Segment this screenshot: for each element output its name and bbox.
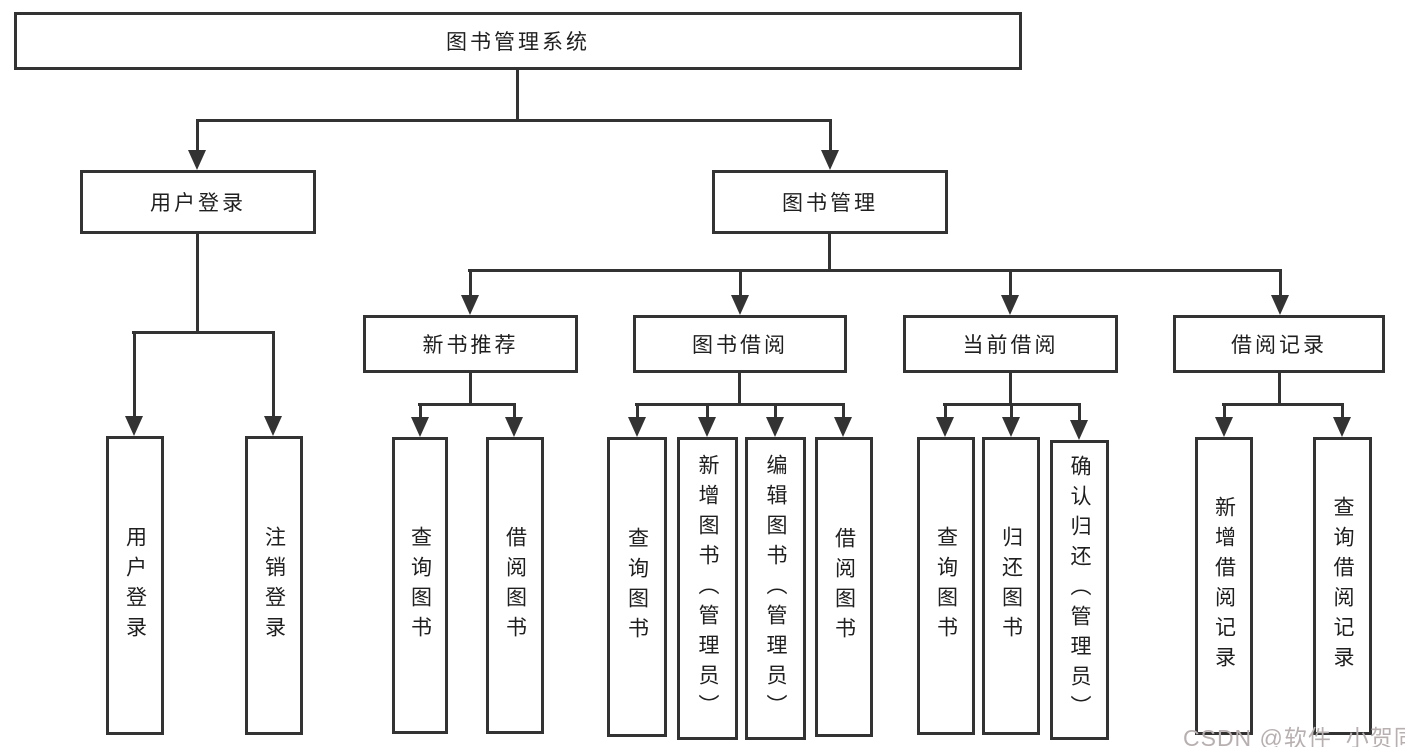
arrow-down-icon (461, 295, 479, 315)
leaf-borrow-books: 借阅图书 (815, 437, 873, 737)
leaf-label: 查询图书 (625, 527, 649, 647)
connector-hline (418, 403, 516, 406)
leaf-label: 查询图书 (934, 526, 958, 646)
arrow-down-icon (505, 417, 523, 437)
connector-hline (635, 403, 845, 406)
arrow-down-icon (936, 417, 954, 437)
connector-vline (1278, 373, 1281, 406)
arrow-down-icon (125, 416, 143, 436)
connector-vline (469, 373, 472, 406)
leaf-label: 编辑图书（管理员） (764, 453, 787, 724)
node-current-borrowing: 当前借阅 (903, 315, 1118, 373)
connector-vline (1010, 403, 1013, 419)
leaf-query-books-borrowing: 查询图书 (607, 437, 667, 737)
leaf-label: 借阅图书 (832, 527, 856, 647)
leaf-query-books-recommend: 查询图书 (392, 437, 448, 734)
connector-hline (132, 331, 275, 334)
node-user-login: 用户登录 (80, 170, 316, 234)
arrow-down-icon (821, 150, 839, 170)
leaf-label: 借阅图书 (503, 525, 527, 646)
connector-vline (774, 403, 777, 419)
leaf-add-borrow-record: 新增借阅记录 (1195, 437, 1253, 735)
leaf-logout: 注销登录 (245, 436, 303, 735)
connector-vline (1078, 403, 1081, 422)
arrow-down-icon (1215, 417, 1233, 437)
leaf-label: 查询借阅记录 (1331, 496, 1354, 676)
connector-vline (828, 234, 831, 272)
leaf-label: 用户登录 (123, 525, 147, 646)
connector-vline (706, 403, 709, 419)
arrow-down-icon (1001, 295, 1019, 315)
leaf-confirm-return-admin: 确认归还（管理员） (1050, 440, 1109, 740)
arrow-down-icon (411, 417, 429, 437)
connector-vline (944, 403, 947, 419)
leaf-edit-books-admin: 编辑图书（管理员） (745, 437, 806, 740)
leaf-label: 注销登录 (262, 525, 286, 646)
arrow-down-icon (834, 417, 852, 437)
node-root: 图书管理系统 (14, 12, 1022, 70)
connector-hline (468, 269, 1282, 272)
leaf-label: 确认归还（管理员） (1068, 455, 1091, 725)
leaf-return-books: 归还图书 (982, 437, 1040, 735)
node-book-borrowing: 图书借阅 (633, 315, 847, 373)
connector-vline (419, 403, 422, 419)
connector-vline (133, 331, 136, 416)
connector-hline (196, 119, 832, 122)
leaf-label: 新增图书（管理员） (696, 453, 719, 724)
connector-vline (469, 269, 472, 297)
arrow-down-icon (188, 150, 206, 170)
leaf-add-books-admin: 新增图书（管理员） (677, 437, 738, 740)
leaf-query-books-current: 查询图书 (917, 437, 975, 735)
arrow-down-icon (1271, 295, 1289, 315)
connector-vline (272, 331, 275, 416)
arrow-down-icon (628, 417, 646, 437)
connector-vline (1009, 269, 1012, 297)
connector-vline (1223, 403, 1226, 419)
arrow-down-icon (1333, 417, 1351, 437)
leaf-user-login: 用户登录 (106, 436, 164, 735)
connector-vline (196, 119, 199, 152)
connector-hline (1222, 403, 1344, 406)
leaf-borrow-books-recommend: 借阅图书 (486, 437, 544, 734)
arrow-down-icon (698, 417, 716, 437)
connector-vline (739, 269, 742, 297)
leaf-label: 归还图书 (999, 526, 1023, 646)
leaf-query-borrow-record: 查询借阅记录 (1313, 437, 1372, 735)
arrow-down-icon (766, 417, 784, 437)
connector-vline (1009, 373, 1012, 406)
csdn-watermark: CSDN @软件_小贺同学 (1183, 725, 1405, 747)
connector-vline (738, 373, 741, 406)
leaf-label: 新增借阅记录 (1212, 496, 1236, 676)
node-new-book-recommend: 新书推荐 (363, 315, 578, 373)
connector-vline (516, 70, 519, 120)
arrow-down-icon (731, 295, 749, 315)
leaf-label: 查询图书 (408, 525, 432, 646)
node-borrowing-records: 借阅记录 (1173, 315, 1385, 373)
connector-vline (636, 403, 639, 419)
arrow-down-icon (264, 416, 282, 436)
arrow-down-icon (1002, 417, 1020, 437)
connector-vline (513, 403, 516, 419)
arrow-down-icon (1070, 420, 1088, 440)
connector-vline (1279, 269, 1282, 297)
node-book-management: 图书管理 (712, 170, 948, 234)
connector-vline (842, 403, 845, 419)
connector-vline (1341, 403, 1344, 419)
connector-vline (196, 234, 199, 334)
connector-vline (829, 119, 832, 152)
